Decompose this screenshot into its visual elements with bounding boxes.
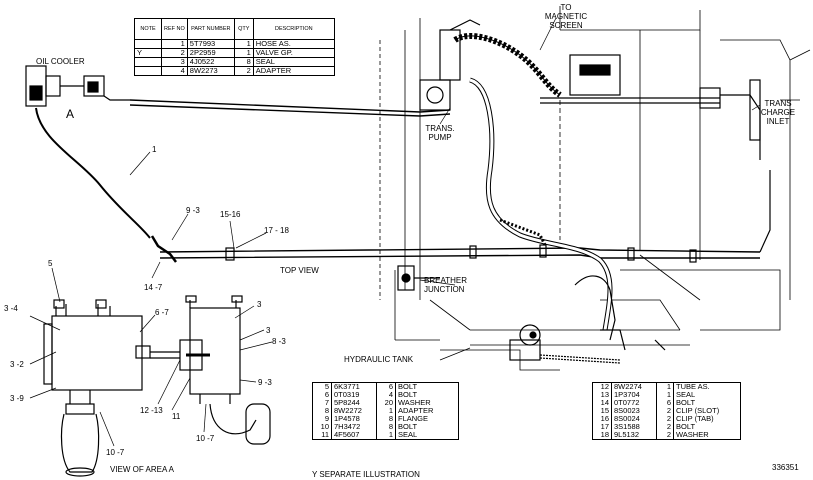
header-desc: DESCRIPTION <box>252 18 335 40</box>
callout-14-7: 14 -7 <box>144 283 163 292</box>
label-separate-illustration: Y SEPARATE ILLUSTRATION <box>312 470 420 479</box>
callout-11: 11 <box>172 412 181 421</box>
callout-3-9: 3 -9 <box>10 394 24 403</box>
label-area-a: A <box>66 107 75 121</box>
screen-fittings <box>540 54 761 160</box>
callout-8-3: 8 -3 <box>272 337 286 346</box>
trans-pump <box>419 19 481 111</box>
label-view-of-area-a: VIEW OF AREA A <box>110 465 175 474</box>
header-qty: QTY <box>233 18 254 40</box>
callout-10-7-left: 10 -7 <box>106 448 125 457</box>
label-top-view: TOP VIEW <box>280 266 319 275</box>
tube-top-view <box>159 247 761 253</box>
label-trans-pump: TRANS. PUMP <box>425 124 455 142</box>
oil-cooler <box>25 65 130 107</box>
table-row: 4 8W2273 2 ADAPTER <box>134 66 335 76</box>
table-header: NOTE REF NO PART NUMBER QTY DESCRIPTION <box>134 18 335 40</box>
callout-3-4: 3 -4 <box>4 304 18 313</box>
callout-9-3-right: 9 -3 <box>258 378 272 387</box>
callout-1: 1 <box>152 145 157 154</box>
callout-9-3-top: 9 -3 <box>186 206 200 215</box>
callout-12-13: 12 -13 <box>140 406 163 415</box>
hose-magnetic-screen <box>453 33 562 98</box>
callout-3-right: 3 <box>266 326 271 335</box>
hydraulic-tank-parts <box>509 324 666 364</box>
callout-3-2: 3 -2 <box>10 360 24 369</box>
breather-junction <box>397 265 616 341</box>
header-note: NOTE <box>134 18 162 40</box>
table-row: 3 4J0522 8 SEAL <box>134 57 335 67</box>
label-hydraulic-tank: HYDRAULIC TANK <box>344 355 414 364</box>
callout-10-7-right: 10 -7 <box>196 434 215 443</box>
callout-6-7: 6 -7 <box>155 308 169 317</box>
table-row: 1 5T7993 1 HOSE AS. <box>134 39 335 49</box>
table-row: Y 2 2P2959 1 VALVE GP. <box>134 48 335 58</box>
callout-15-16: 15-16 <box>220 210 241 219</box>
header-ref: REF NO <box>161 18 188 40</box>
callout-3-top-right: 3 <box>257 300 262 309</box>
view-area-a-valve <box>150 295 271 445</box>
label-to-magnetic-screen: TO MAGNETIC SCREEN <box>544 3 588 30</box>
view-area-a-housing <box>43 299 151 477</box>
parts-table-top: NOTE REF NO PART NUMBER QTY DESCRIPTION … <box>134 18 335 76</box>
callout-17-18: 17 - 18 <box>264 226 289 235</box>
label-drawing-number: 336351 <box>772 463 799 472</box>
header-part: PART NUMBER <box>186 18 235 40</box>
label-trans-charge-inlet: TRANS CHARGE INLET <box>760 99 796 126</box>
tube-clips <box>225 244 697 263</box>
label-oil-cooler: OIL COOLER <box>36 57 85 66</box>
hose-1 <box>35 107 151 239</box>
label-breather-junction: BREATHER JUNCTION <box>424 276 467 294</box>
callout-5: 5 <box>48 259 53 268</box>
machine-frame <box>379 6 811 371</box>
